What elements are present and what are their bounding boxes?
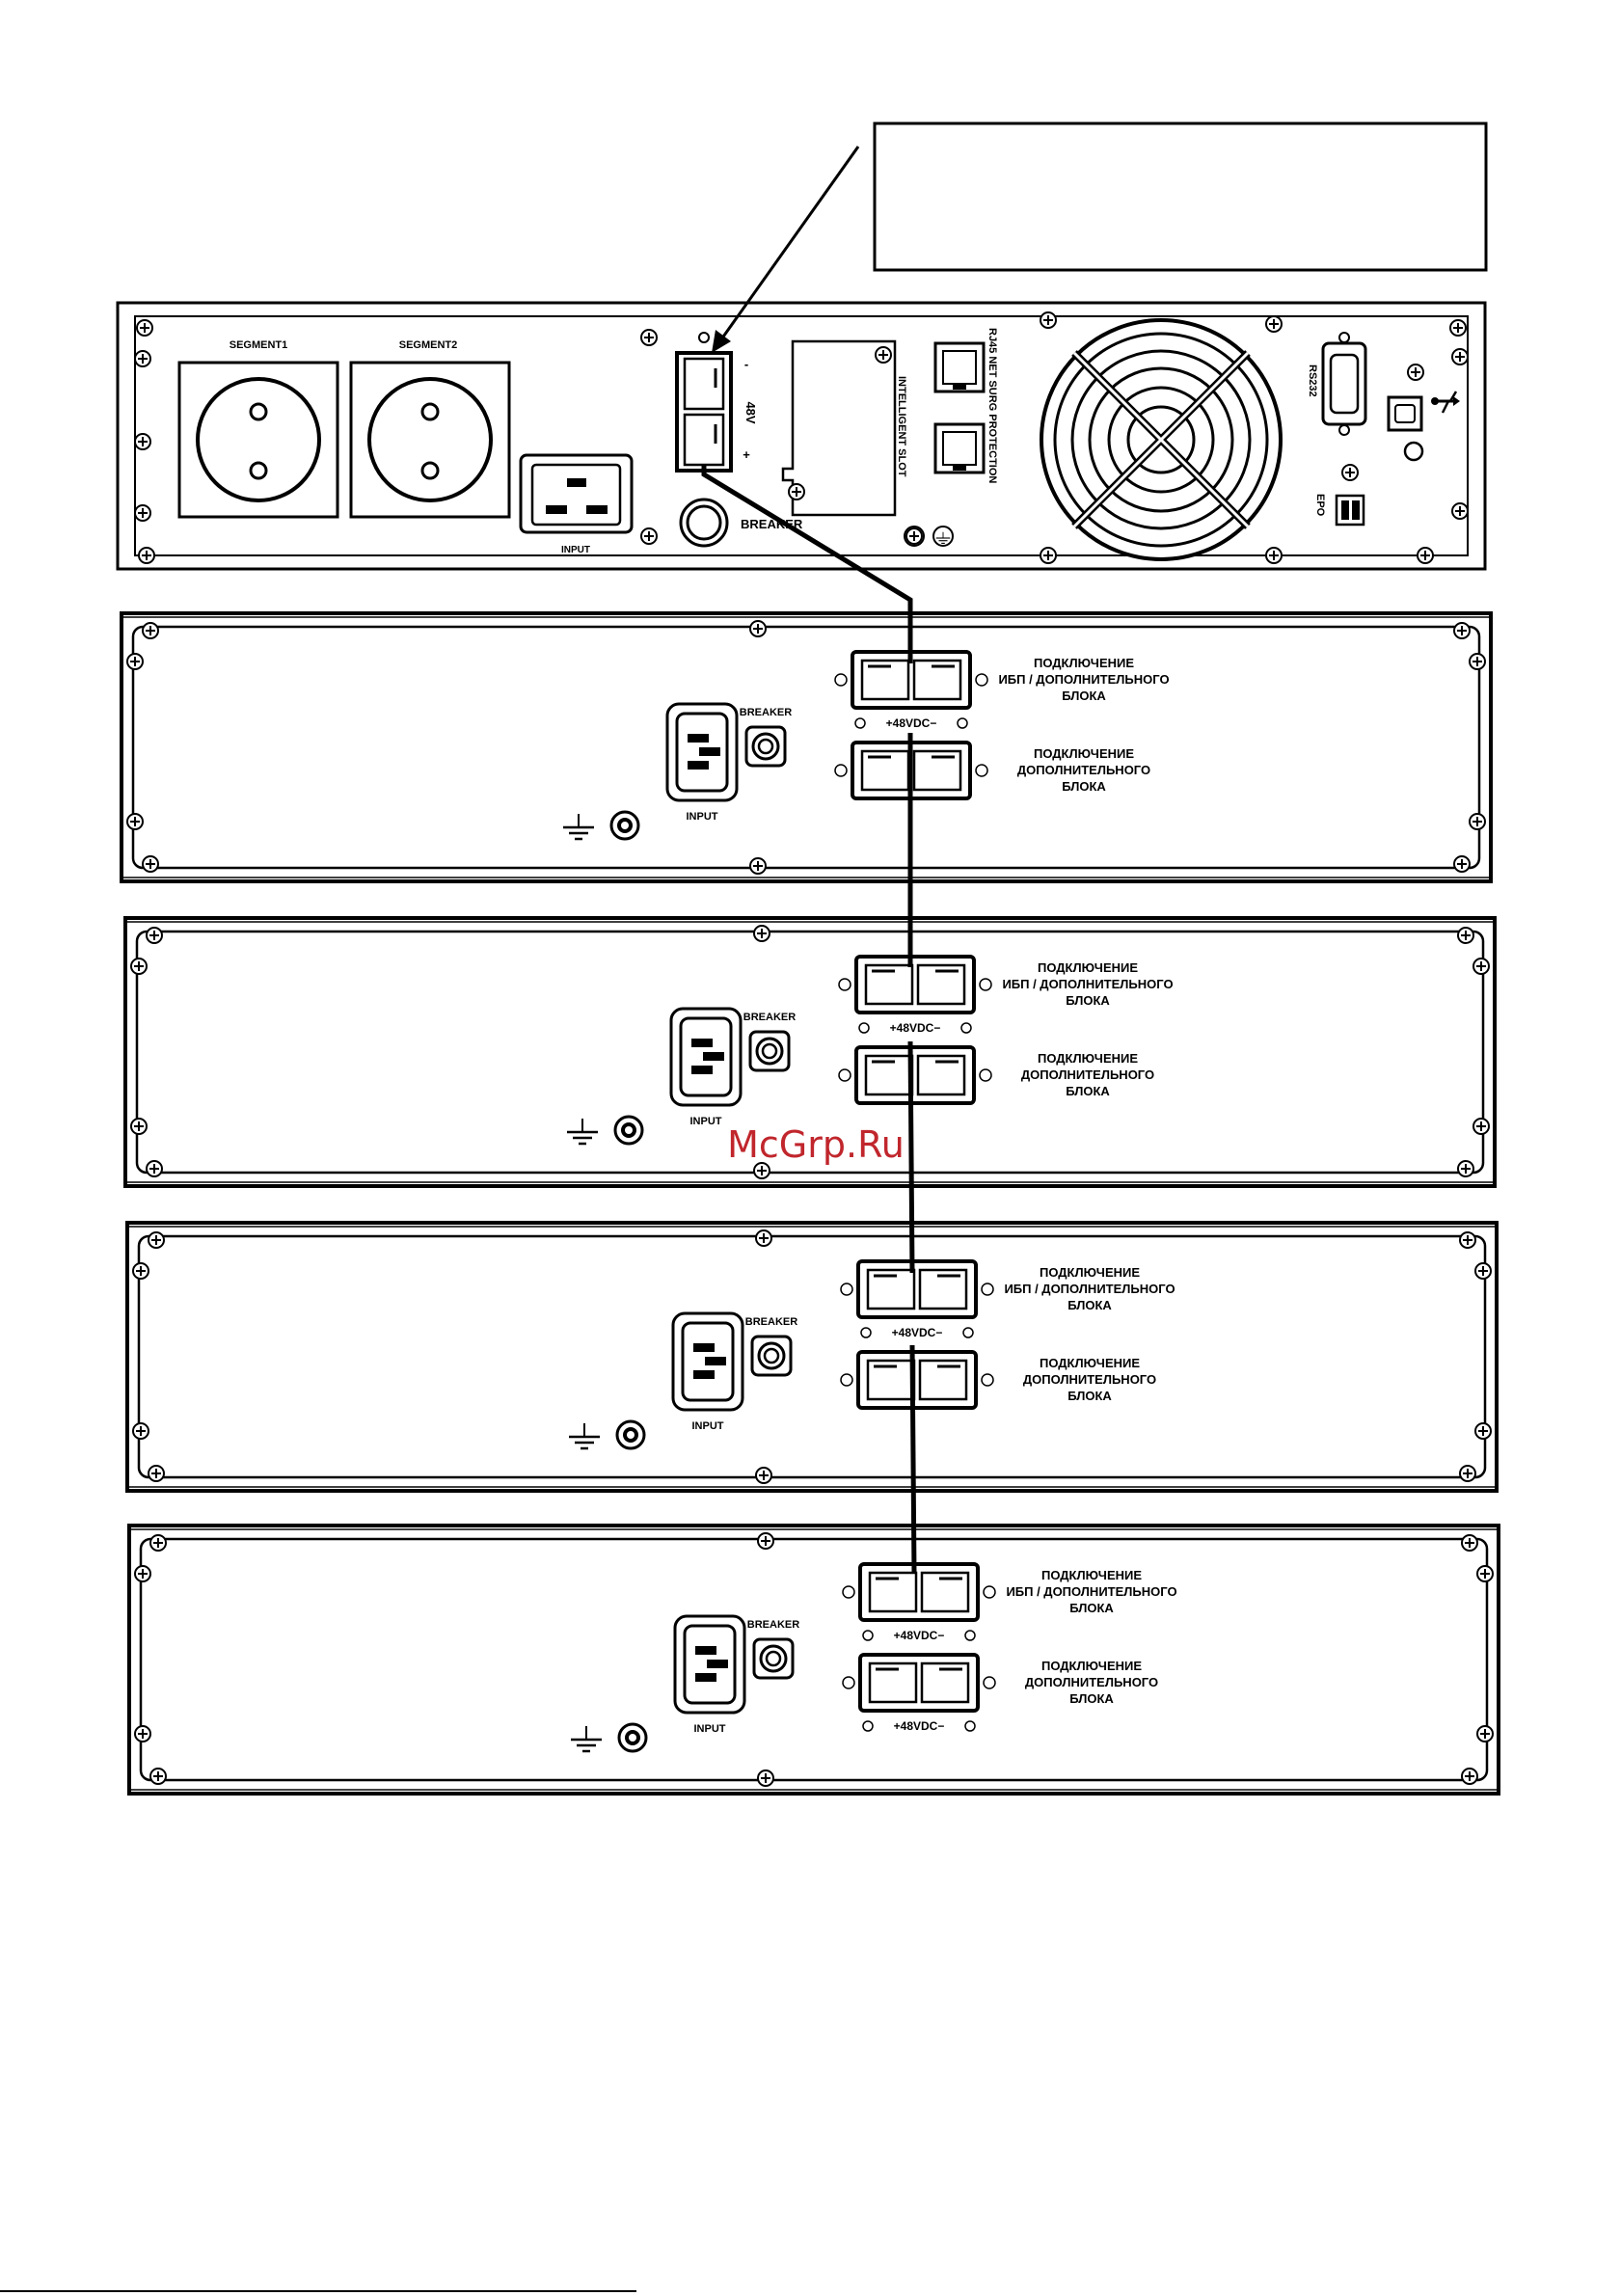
indicator [862, 1720, 874, 1732]
indicator [854, 717, 866, 729]
fan-icon [1040, 318, 1283, 561]
lower-connection-label: БЛОКА [1062, 779, 1106, 794]
watermark: McGrp.Ru [727, 1123, 905, 1166]
epo-label: EPO [1314, 494, 1326, 517]
rj45-ports: RJ45 NET SURG PROTECTION [933, 328, 998, 483]
pack-breaker [750, 1335, 793, 1377]
indicator [962, 1327, 974, 1338]
indicator [964, 1630, 976, 1641]
lower-voltage-label: +48VDC− [894, 1719, 945, 1733]
pack-breaker [744, 725, 787, 768]
battery-pack: INPUT BREAKER +48VDC− ПОДКЛЮЧЕНИЕ ИБП / ДОПО… [123, 916, 1497, 1188]
battery-cable [701, 465, 917, 1575]
ground-terminal [617, 1722, 648, 1753]
ups-input-label: INPUT [561, 545, 590, 555]
lower-connection-label: ПОДКЛЮЧЕНИЕ [1040, 1356, 1140, 1370]
indicator [862, 1630, 874, 1641]
segment1-outlet: SEGMENT1 [177, 339, 339, 519]
indicator [860, 1327, 872, 1338]
lower-connection-label: ДОПОЛНИТЕЛЬНОГО [1023, 1372, 1156, 1387]
epo-terminal: EPO [1314, 494, 1365, 527]
battery-packs: INPUT BREAKER +48VDC− ПОДКЛЮЧЕНИЕ ИБП / ДОПО… [120, 611, 1500, 1796]
pack-breaker-label: BREAKER [740, 707, 792, 718]
upper-connection-label: БЛОКА [1069, 1601, 1114, 1615]
pack-input-label: INPUT [690, 1116, 722, 1127]
lower-connection-label: ДОПОЛНИТЕЛЬНОГО [1017, 763, 1150, 777]
ups-input-socket: INPUT [519, 453, 634, 555]
ground-icon [904, 526, 954, 547]
batt-plus-label: + [743, 447, 750, 462]
pack-input-socket [671, 1311, 744, 1412]
battery-pack: INPUT BREAKER +48VDC− +48VDC− ПОДКЛЮЧЕНИЕ ИБП… [127, 1524, 1500, 1796]
lower-connection-label: ДОПОЛНИТЕЛЬНОГО [1021, 1067, 1154, 1082]
pack-input-label: INPUT [692, 1420, 724, 1432]
lower-connection-label: БЛОКА [1067, 1389, 1112, 1403]
ups-rear-panel: SEGMENT1 SEGMENT2 INPUT [116, 301, 1487, 571]
indicator [957, 717, 968, 729]
lower-connection-label: ПОДКЛЮЧЕНИЕ [1034, 746, 1134, 761]
upper-connection-label: ИБП / ДОПОЛНИТЕЛЬНОГО [1004, 1282, 1175, 1296]
upper-voltage-label: +48VDC− [892, 1326, 943, 1339]
lower-connector [841, 1653, 997, 1713]
pack-breaker-label: BREAKER [745, 1316, 797, 1328]
upper-connection-label: БЛОКА [1062, 689, 1106, 703]
lower-connection-label: БЛОКА [1069, 1691, 1114, 1706]
ground-terminal [609, 810, 640, 841]
pack-breaker-label: BREAKER [743, 1012, 796, 1023]
upper-connection-label: ПОДКЛЮЧЕНИЕ [1034, 656, 1134, 670]
pack-input-label: INPUT [694, 1723, 726, 1735]
ground-terminal [613, 1115, 644, 1146]
pack-breaker [752, 1637, 795, 1680]
upper-connection-label: ПОДКЛЮЧЕНИЕ [1041, 1568, 1142, 1582]
rj45-label: RJ45 NET SURG PROTECTION [986, 328, 998, 483]
upper-connector [839, 1259, 995, 1319]
rs232-label: RS232 [1307, 365, 1318, 397]
upper-voltage-label: +48VDC− [894, 1629, 945, 1642]
upper-connection-label: ИБП / ДОПОЛНИТЕЛЬНОГО [1002, 977, 1173, 991]
upper-connection-label: ПОДКЛЮЧЕНИЕ [1040, 1265, 1140, 1280]
intelligent-slot-label: INTELLIGENT SLOT [896, 376, 907, 477]
batt-minus-label: - [744, 357, 748, 371]
battery-pack: INPUT BREAKER +48VDC− ПОДКЛЮЧЕНИЕ ИБП / ДОПО… [125, 1221, 1499, 1493]
indicator [964, 1720, 976, 1732]
pack-input-socket [669, 1007, 743, 1107]
upper-voltage-label: +48VDC− [890, 1021, 941, 1035]
lower-connection-label: ПОДКЛЮЧЕНИЕ [1038, 1051, 1138, 1066]
segment2-label: SEGMENT2 [399, 339, 458, 351]
intelligent-slot: INTELLIGENT SLOT [781, 339, 907, 517]
upper-connection-label: БЛОКА [1067, 1298, 1112, 1312]
batt-voltage-label: 48V [743, 401, 758, 423]
upper-connection-label: ПОДКЛЮЧЕНИЕ [1038, 960, 1138, 975]
rs232-port: RS232 [1307, 332, 1367, 436]
usb-icon [1431, 391, 1460, 414]
pack-breaker [748, 1030, 791, 1072]
indicator [858, 1022, 870, 1034]
indicator [960, 1022, 972, 1034]
upper-connection-label: ИБП / ДОПОЛНИТЕЛЬНОГО [998, 672, 1169, 687]
upper-connection-label: БЛОКА [1066, 993, 1110, 1008]
lower-connector [839, 1350, 995, 1410]
lower-connection-label: ПОДКЛЮЧЕНИЕ [1041, 1659, 1142, 1673]
usb-port [1387, 364, 1424, 462]
pack-input-socket [665, 702, 739, 802]
upper-connection-label: ИБП / ДОПОЛНИТЕЛЬНОГО [1006, 1584, 1176, 1599]
segment2-outlet: SEGMENT2 [349, 339, 511, 519]
upper-voltage-label: +48VDC− [886, 716, 937, 730]
ground-terminal [615, 1419, 646, 1450]
pack-input-label: INPUT [687, 811, 718, 823]
pack-breaker-label: BREAKER [747, 1619, 799, 1631]
lower-connection-label: ДОПОЛНИТЕЛЬНОГО [1025, 1675, 1158, 1689]
segment1-label: SEGMENT1 [230, 339, 288, 351]
battery-pack: INPUT BREAKER +48VDC− ПОДКЛЮЧЕНИЕ ИБП / ДОПО… [120, 611, 1493, 883]
pack-input-socket [673, 1614, 746, 1715]
callout [712, 122, 1488, 353]
lower-connector [837, 1045, 993, 1105]
upper-connector [841, 1562, 997, 1622]
upper-connector [837, 955, 993, 1014]
lower-connection-label: БЛОКА [1066, 1084, 1110, 1098]
